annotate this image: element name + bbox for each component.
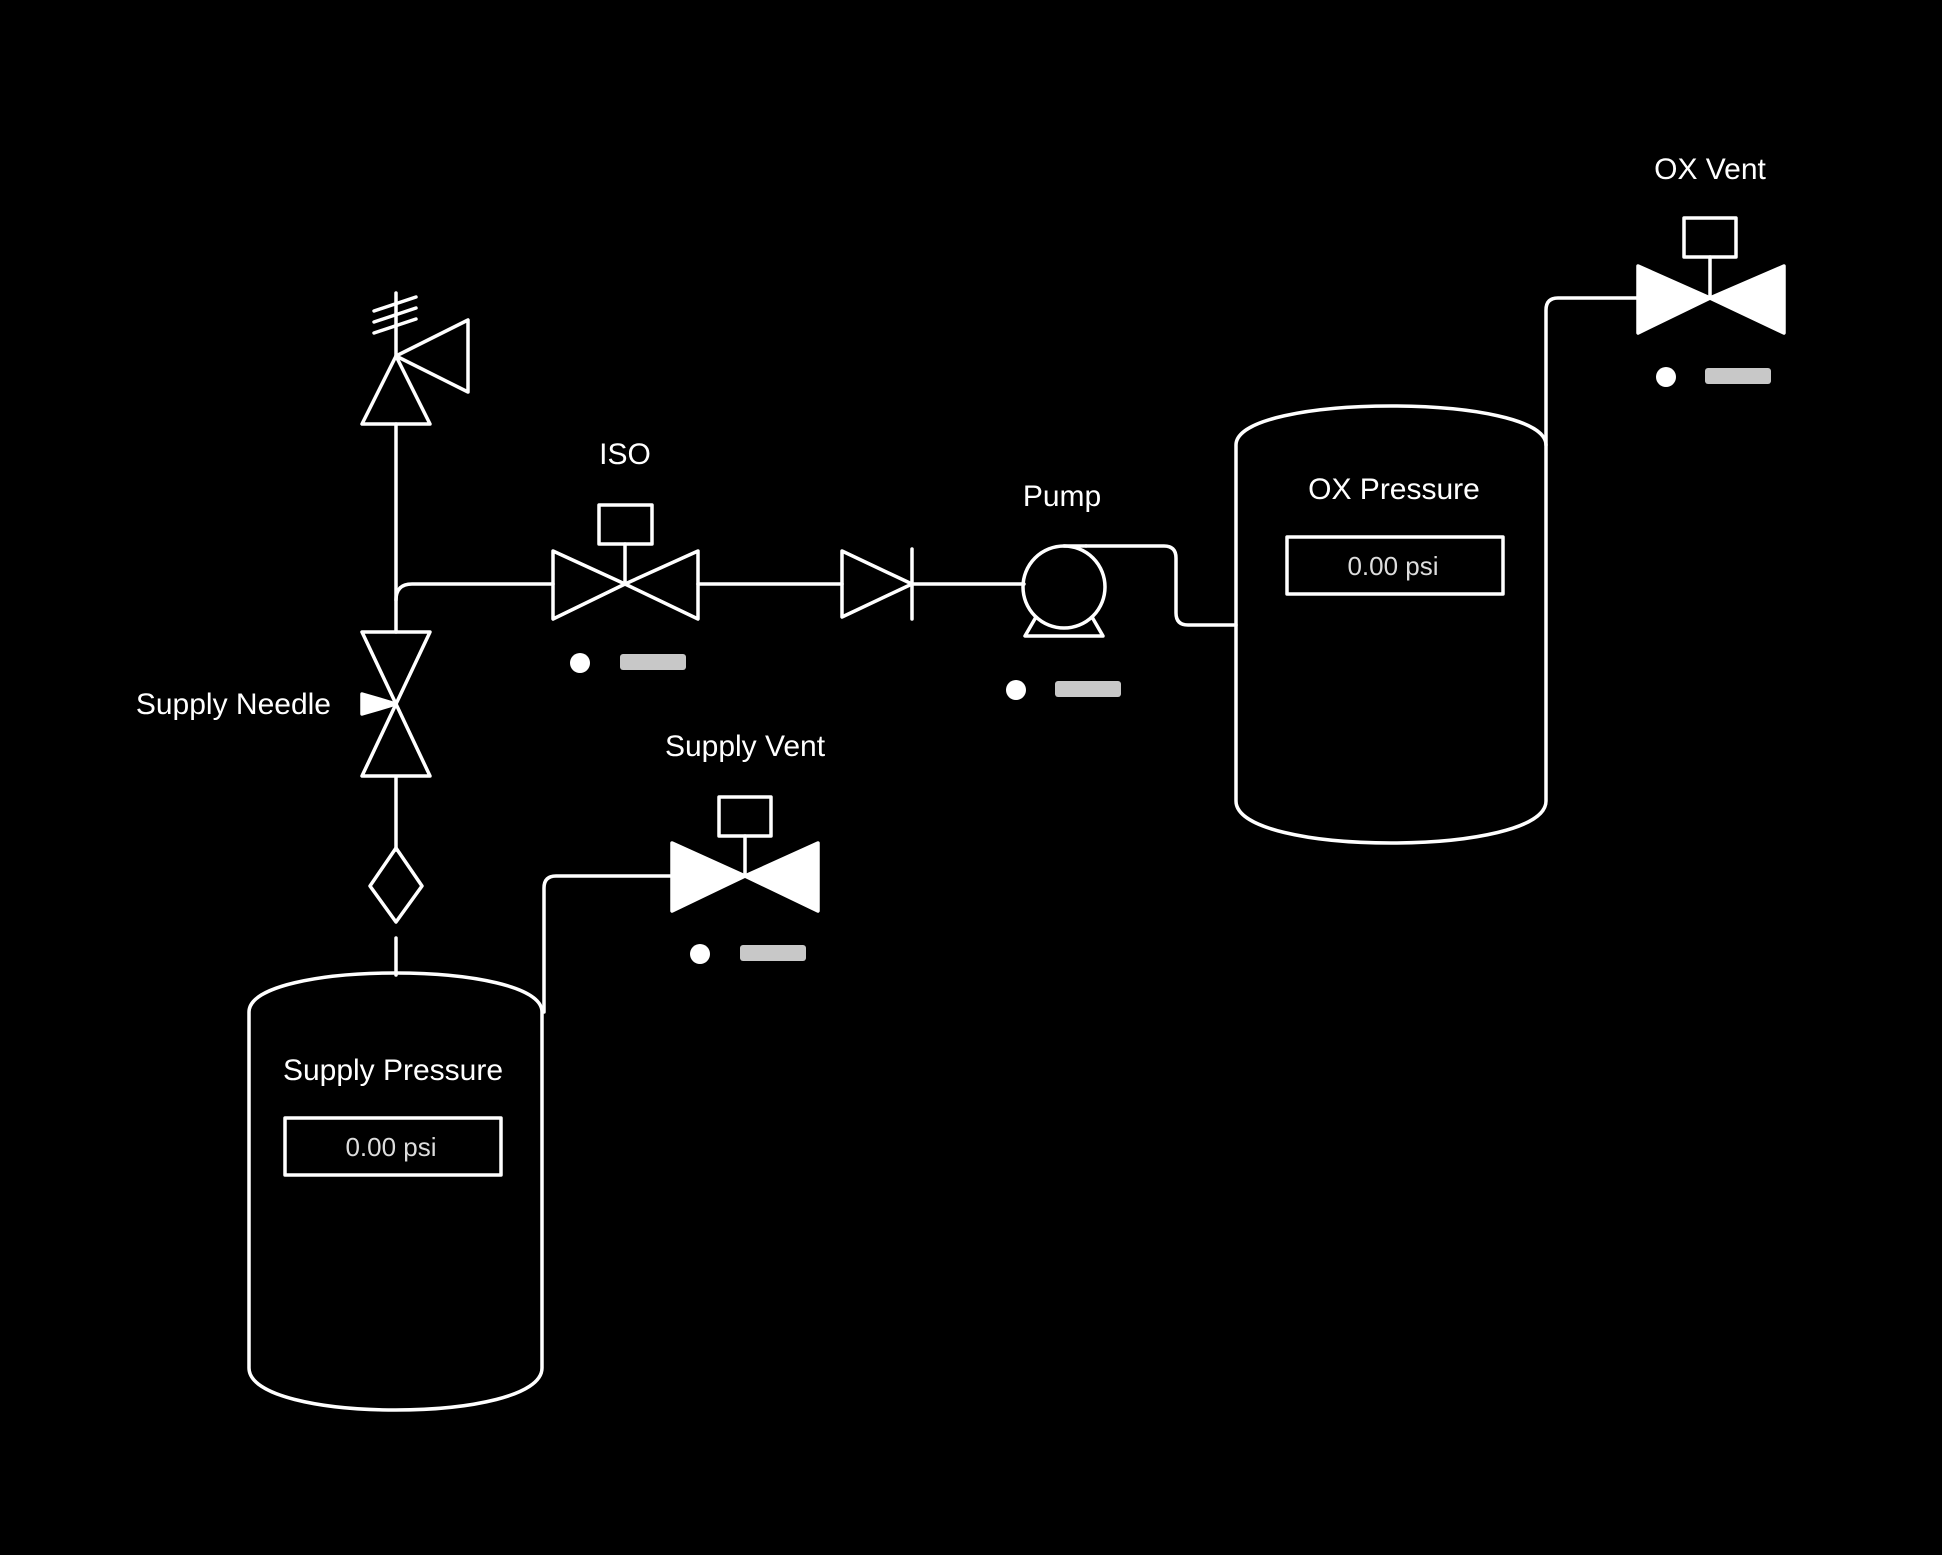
ox-pressure-value: 0.00 psi	[1347, 551, 1438, 581]
check-valve-body-icon	[840, 549, 914, 619]
supply-pressure-label: Supply Pressure	[283, 1054, 503, 1087]
needle-valve-lower-icon	[360, 702, 432, 778]
spring-line-1-icon	[372, 295, 418, 313]
supply-vent-label: Supply Vent	[665, 730, 826, 763]
iso-valve-body-right-icon	[623, 549, 700, 621]
pipe-needle-to-header	[394, 582, 555, 634]
iso-actuator-icon	[597, 503, 654, 546]
supply-vent-body-left-icon	[670, 841, 747, 913]
pipe-ox-tank-to-vent	[1544, 296, 1642, 447]
ox-vent-status-indicator	[1656, 367, 1676, 387]
supply-vent-body-right-icon	[743, 841, 820, 913]
ox-vent-actuator-icon	[1682, 216, 1738, 259]
pump[interactable]	[1021, 544, 1107, 638]
relief-valve-body-icon	[360, 354, 432, 426]
filter-icon	[368, 846, 424, 924]
supply-needle-valve[interactable]	[360, 630, 432, 778]
ox-vent-toggle-button[interactable]	[1705, 368, 1771, 384]
supply-vent-status-indicator	[690, 944, 710, 964]
piping	[394, 296, 1642, 1014]
supply-pressure-value: 0.00 psi	[345, 1132, 436, 1162]
ox-tank-body-icon	[1234, 404, 1548, 845]
supply-pressure-readout-box	[283, 1116, 503, 1177]
pump-status-indicator	[1006, 680, 1026, 700]
pipe-supply-tank-to-vent	[542, 874, 674, 1014]
iso-status-indicator	[570, 653, 590, 673]
pump-base-icon	[1023, 616, 1105, 638]
ox-vent-body-right-icon	[1708, 264, 1786, 335]
ox-tank: OX Pressure 0.00 psi	[1234, 404, 1548, 845]
ox-vent-body-left-icon	[1636, 264, 1712, 335]
supply-tank: Supply Pressure 0.00 psi	[247, 971, 544, 1412]
iso-toggle-button[interactable]	[620, 654, 686, 670]
ox-vent-label: OX Vent	[1654, 153, 1766, 186]
pump-toggle-button[interactable]	[1055, 681, 1121, 697]
relief-valve[interactable]	[360, 291, 470, 426]
pump-label: Pump	[1023, 480, 1101, 513]
supply-vent-actuator-icon	[717, 795, 773, 838]
spring-line-3-icon	[372, 317, 418, 335]
spring-line-2-icon	[372, 306, 418, 324]
iso-label: ISO	[599, 438, 651, 471]
pipe-pump-to-ox-tank	[1084, 544, 1238, 627]
check-valve	[840, 547, 914, 621]
pump-casing-icon	[1021, 544, 1107, 630]
supply-vent-valve[interactable]	[670, 795, 820, 913]
ox-pressure-readout-box	[1285, 535, 1505, 596]
supply-tank-body-icon	[247, 971, 544, 1412]
needle-valve-upper-icon	[360, 630, 432, 706]
iso-valve[interactable]	[551, 503, 700, 621]
needle-valve-handle-icon	[360, 692, 398, 716]
supply-vent-toggle-button[interactable]	[740, 945, 806, 961]
iso-valve-body-left-icon	[551, 549, 627, 621]
supply-needle-label: Supply Needle	[136, 688, 331, 721]
relief-valve-outlet-icon	[394, 318, 470, 394]
ox-vent-valve[interactable]	[1636, 216, 1786, 335]
ox-pressure-label: OX Pressure	[1308, 473, 1480, 506]
